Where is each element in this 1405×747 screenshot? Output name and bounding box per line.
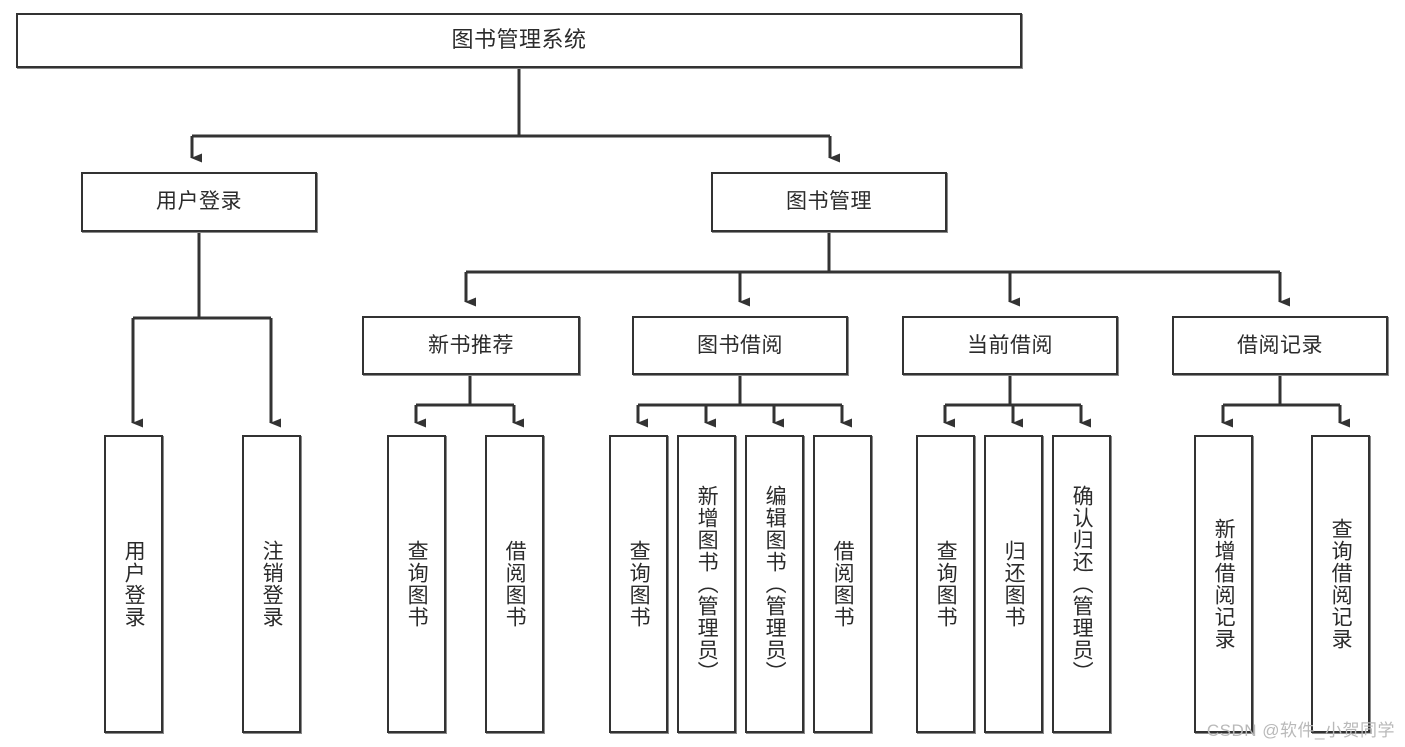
node-label: 查询图书 bbox=[627, 540, 651, 628]
node-label: 新书推荐 bbox=[428, 333, 514, 357]
leaf-edit-book-admin[interactable]: 编辑图书（管理员） bbox=[745, 435, 804, 733]
leaf-confirm-return-admin[interactable]: 确认归还（管理员） bbox=[1052, 435, 1111, 733]
leaf-logout[interactable]: 注销登录 bbox=[242, 435, 301, 733]
node-label: 查询借阅记录 bbox=[1329, 518, 1353, 650]
node-label: 借阅图书 bbox=[831, 540, 855, 628]
node-label: 新增借阅记录 bbox=[1212, 518, 1236, 650]
node-user-login[interactable]: 用户登录 bbox=[81, 172, 317, 232]
node-label: 借阅记录 bbox=[1237, 333, 1323, 357]
node-book-borrow[interactable]: 图书借阅 bbox=[632, 316, 848, 375]
node-label: 新增图书（管理员） bbox=[695, 485, 719, 683]
node-label: 编辑图书（管理员） bbox=[763, 485, 787, 683]
leaf-new-book-borrow[interactable]: 借阅图书 bbox=[485, 435, 544, 733]
node-label: 图书管理 bbox=[786, 190, 872, 214]
leaf-borrow-book[interactable]: 借阅图书 bbox=[813, 435, 872, 733]
leaf-current-query-book[interactable]: 查询图书 bbox=[916, 435, 975, 733]
leaf-new-book-query[interactable]: 查询图书 bbox=[387, 435, 446, 733]
node-current-borrow[interactable]: 当前借阅 bbox=[902, 316, 1118, 375]
node-label: 注销登录 bbox=[260, 540, 284, 628]
node-label: 查询图书 bbox=[405, 540, 429, 628]
leaf-add-book-admin[interactable]: 新增图书（管理员） bbox=[677, 435, 736, 733]
leaf-query-borrow-record[interactable]: 查询借阅记录 bbox=[1311, 435, 1370, 733]
node-label: 当前借阅 bbox=[967, 333, 1053, 357]
node-label: 用户登录 bbox=[122, 540, 146, 628]
node-book-management[interactable]: 图书管理 bbox=[711, 172, 947, 232]
node-label: 查询图书 bbox=[934, 540, 958, 628]
node-label: 借阅图书 bbox=[503, 540, 527, 628]
node-label: 图书管理系统 bbox=[451, 27, 587, 53]
node-borrow-record[interactable]: 借阅记录 bbox=[1172, 316, 1388, 375]
leaf-return-book[interactable]: 归还图书 bbox=[984, 435, 1043, 733]
leaf-borrow-query-book[interactable]: 查询图书 bbox=[609, 435, 668, 733]
node-label: 用户登录 bbox=[156, 190, 242, 214]
node-label: 归还图书 bbox=[1002, 540, 1026, 628]
node-new-book-recommend[interactable]: 新书推荐 bbox=[362, 316, 580, 375]
leaf-add-borrow-record[interactable]: 新增借阅记录 bbox=[1194, 435, 1253, 733]
node-root-book-management-system[interactable]: 图书管理系统 bbox=[16, 13, 1022, 68]
node-label: 图书借阅 bbox=[697, 333, 783, 357]
leaf-user-login[interactable]: 用户登录 bbox=[104, 435, 163, 733]
node-label: 确认归还（管理员） bbox=[1070, 485, 1094, 683]
